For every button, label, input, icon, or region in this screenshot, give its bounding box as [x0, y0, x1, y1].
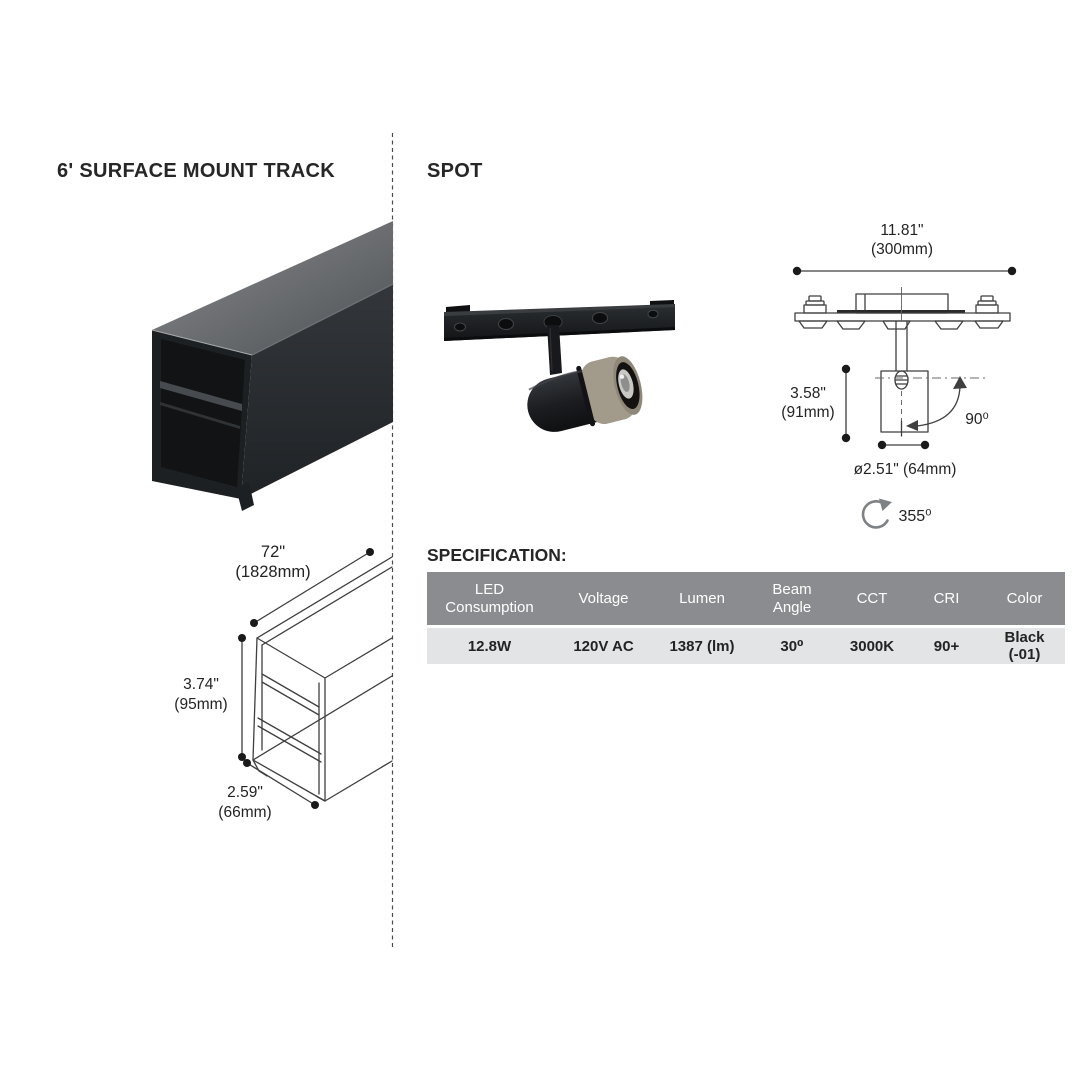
- track-bottom-lip: [236, 482, 254, 511]
- track-top-face: [152, 221, 393, 355]
- track-3d-render: [151, 221, 393, 511]
- spot-stem-highlight: [549, 327, 553, 372]
- track-front-face: [241, 284, 393, 499]
- track-inner-cavity: [161, 339, 245, 487]
- spec-col-lumen: Lumen: [655, 572, 749, 628]
- adapter-screw-left: [803, 295, 827, 314]
- track-height-mm-label: (95mm): [174, 696, 227, 713]
- tilt-arrowhead-left: [906, 420, 918, 431]
- spot-bar-screw: [454, 322, 466, 332]
- spec-col-voltage: Voltage: [552, 572, 655, 628]
- rotation-icon: [861, 498, 892, 529]
- track-edge-highlight: [251, 283, 393, 356]
- tilt-arc: [916, 385, 961, 427]
- dim-dot: [792, 266, 802, 276]
- track-dimension-drawing: 72" (1828mm) 3.74" (95mm) 2.59" (66mm): [174, 543, 393, 821]
- spot-lens-glint: [619, 374, 625, 379]
- spec-value-lumen: 1387 (lm): [655, 626, 749, 664]
- spot-lens-inner: [620, 374, 630, 392]
- dim-dot: [238, 753, 246, 761]
- tilt-angle-label: 90⁰: [965, 411, 988, 428]
- adapter-end-feet: [798, 320, 1004, 329]
- dim-dot: [311, 801, 319, 809]
- track-length-label: 72": [261, 543, 285, 561]
- specification-title: SPECIFICATION:: [427, 545, 567, 565]
- spec-value-cri: 90+: [909, 626, 984, 664]
- spot-bar-screw: [647, 309, 659, 319]
- spot-ball-joint: [894, 370, 909, 390]
- dim-dot: [920, 440, 930, 450]
- spot-head: [527, 356, 643, 432]
- spot-height-mm-label: (91mm): [781, 404, 834, 421]
- diameter-label: ø2.51" (64mm): [854, 461, 957, 478]
- spot-stem-lines: [895, 320, 908, 372]
- length-dim-line: [253, 551, 371, 624]
- track-extrusion-lines: [252, 556, 393, 802]
- track-profile-shelves: [257, 673, 322, 763]
- spot-bar-screw: [498, 318, 514, 330]
- track-top-edge: [151, 329, 253, 356]
- spec-value-cct: 3000K: [835, 626, 909, 664]
- adapter-plate: [794, 312, 1011, 322]
- spec-value-color: Black (-01): [984, 626, 1065, 664]
- specification-table: LED Consumption Voltage Lumen Beam Angle…: [427, 572, 1065, 664]
- adapter-clips: [836, 320, 964, 330]
- dim-dot: [877, 440, 887, 450]
- track-height-label: 3.74": [183, 676, 219, 693]
- spec-value-row: 12.8W 120V AC 1387 (lm) 30⁰ 3000K 90+ Bl…: [427, 626, 1065, 664]
- spec-col-beam-angle: Beam Angle: [749, 572, 835, 628]
- track-profile-outline: [252, 637, 326, 802]
- right-section-title: SPOT: [427, 160, 483, 182]
- spec-col-cct: CCT: [835, 572, 909, 628]
- spot-width-label: 11.81": [880, 222, 923, 239]
- spot-head-seam: [576, 365, 596, 427]
- spot-height-label: 3.58": [790, 385, 826, 402]
- spot-dimension-drawing: 11.81" (300mm): [781, 222, 1017, 529]
- track-depth-mm-label: (66mm): [218, 804, 271, 821]
- tilt-arrowhead-top: [953, 376, 967, 389]
- track-profile-inner-walls: [261, 644, 320, 795]
- rotation-angle-label: 355⁰: [898, 508, 931, 525]
- depth-dim-line: [246, 762, 316, 806]
- spec-value-led-consumption: 12.8W: [427, 626, 552, 664]
- spec-col-color: Color: [984, 572, 1065, 628]
- dim-dot: [243, 759, 251, 767]
- spot-head-outline: [880, 370, 929, 433]
- spec-col-led-consumption: LED Consumption: [427, 572, 552, 628]
- spec-value-voltage: 120V AC: [552, 626, 655, 664]
- spot-3d-render: [444, 300, 675, 432]
- dim-dot: [1007, 266, 1017, 276]
- track-inner-shelf: [160, 381, 242, 411]
- spot-width-mm-label: (300mm): [871, 241, 933, 258]
- spot-bar-screw: [592, 312, 608, 324]
- dim-dot: [250, 619, 258, 627]
- dim-dot: [841, 364, 851, 374]
- track-inner-shelf-2: [160, 402, 240, 429]
- dim-dot: [238, 634, 246, 642]
- spot-body-highlight: [528, 370, 583, 391]
- dim-dot: [366, 548, 374, 556]
- spec-header-row: LED Consumption Voltage Lumen Beam Angle…: [427, 572, 1065, 628]
- track-depth-label: 2.59": [227, 784, 263, 801]
- adapter-screw-right: [975, 295, 999, 314]
- dim-dot: [841, 433, 851, 443]
- track-length-mm-label: (1828mm): [235, 563, 310, 581]
- spec-value-beam-angle: 30⁰: [749, 626, 835, 664]
- spec-col-cri: CRI: [909, 572, 984, 628]
- left-section-title: 6' SURFACE MOUNT TRACK: [57, 160, 336, 182]
